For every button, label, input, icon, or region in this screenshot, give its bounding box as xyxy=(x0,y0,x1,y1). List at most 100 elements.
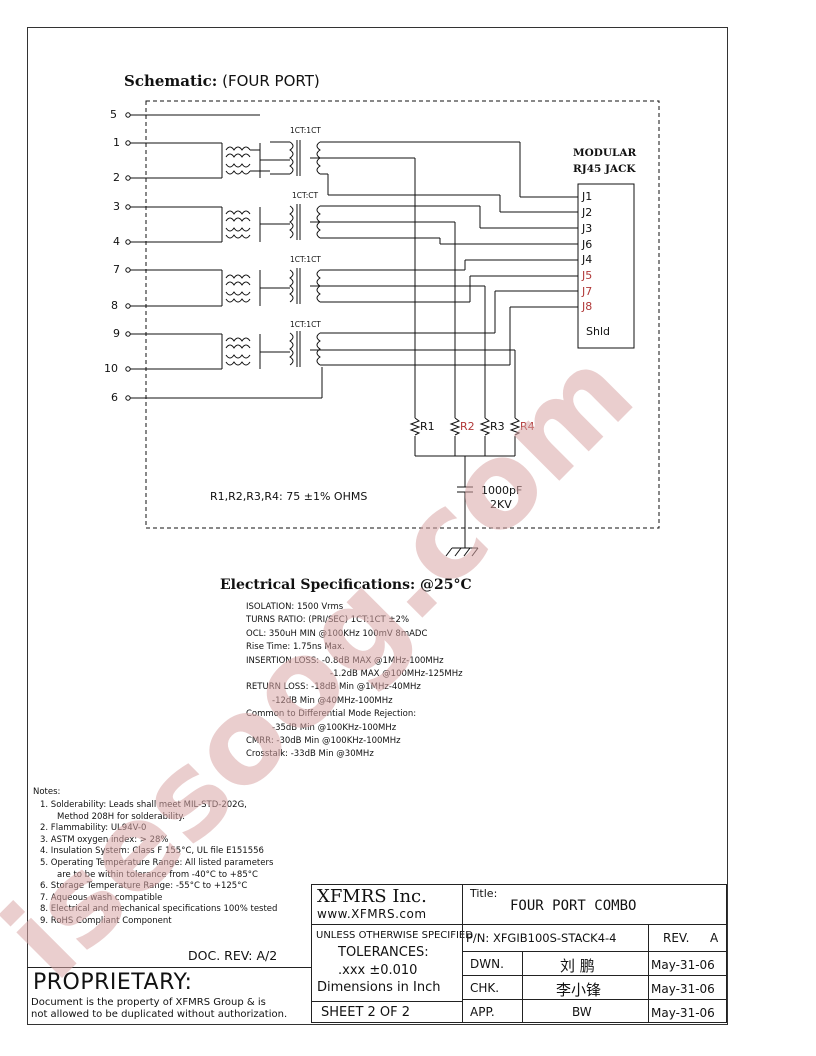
pin-label-1: 1 xyxy=(113,136,120,149)
title-label: Title: xyxy=(470,887,498,900)
spec-row: Rise Time: 1.75ns Max. xyxy=(246,642,345,653)
schematic-title-bold: Schematic: xyxy=(124,72,218,90)
note-item: 5. Operating Temperature Range: All list… xyxy=(40,857,274,868)
rev-value: A xyxy=(710,931,719,945)
electrical-specs-title: Electrical Specifications: @25°C xyxy=(220,577,472,593)
pin-label-4: 4 xyxy=(113,235,120,248)
jack-pin-j3: J3 xyxy=(582,222,593,235)
channel-1 xyxy=(221,140,321,178)
app-label: APP. xyxy=(470,1005,495,1019)
electrical-specs-list: ISOLATION: 1500 Vrms TURNS RATIO: (PRI/S… xyxy=(246,601,463,762)
jack-pin-j8: J8 xyxy=(582,300,593,313)
chk-name: 李小锋 xyxy=(556,981,602,999)
jack-pin-j6: J6 xyxy=(582,238,593,251)
transformer-label-4: 1CT:1CT xyxy=(290,320,321,329)
note-item: Method 208H for solderability. xyxy=(57,811,185,822)
note-item: 2. Flammability: UL94V-0 xyxy=(40,823,147,834)
spec-row: RETURN LOSS: -18dB Min @1MHz-40MHz xyxy=(246,682,421,693)
spec-row: CMRR: -30dB Min @100KHz-100MHz xyxy=(246,736,401,747)
spec-row: OCL: 350uH MIN @100KHz 100mV 8mADC xyxy=(246,628,428,639)
spec-row: TURNS RATIO: (PRI/SEC) 1CT:1CT ±2% xyxy=(246,615,410,626)
company-name: XFMRS Inc. xyxy=(317,886,427,907)
tolerance-value: .xxx ±0.010 xyxy=(338,963,418,978)
app-date: May-31-06 xyxy=(651,1006,715,1020)
resistor-note: R1,R2,R3,R4: 75 ±1% OHMS xyxy=(210,490,368,503)
transformer-label-2: 1CT:CT xyxy=(292,191,319,200)
app-name: BW xyxy=(572,1005,592,1019)
spec-row: Common to Differential Mode Rejection: xyxy=(246,709,417,720)
note-item: 7. Aqueous wash compatible xyxy=(40,892,163,903)
jack-pin-j1: J1 xyxy=(582,190,593,203)
jack-pin-j4: J4 xyxy=(582,253,593,266)
schematic-title-rest: (FOUR PORT) xyxy=(222,72,320,90)
chk-date: May-31-06 xyxy=(651,982,715,996)
pin-label-9: 9 xyxy=(113,327,120,340)
spec-row: ISOLATION: 1500 Vrms xyxy=(246,602,344,612)
schematic-title: Schematic: (FOUR PORT) xyxy=(124,72,320,90)
proprietary-line: not allowed to be duplicated without aut… xyxy=(31,1009,288,1020)
pin-label-10: 10 xyxy=(104,362,118,375)
dimensions-unit: Dimensions in Inch xyxy=(317,980,441,995)
resistor-label-r2: R2 xyxy=(460,420,475,433)
pin-label-7: 7 xyxy=(113,263,120,276)
capacitor-value: 1000pF xyxy=(481,484,523,497)
jack-pin-j7: J7 xyxy=(582,285,593,298)
spec-row: -1.2dB MAX @100MHz-125MHz xyxy=(330,669,463,680)
rj45-jack-box xyxy=(577,183,635,349)
pin-label-5: 5 xyxy=(110,108,117,121)
note-item: 9. RoHS Compliant Component xyxy=(40,915,172,926)
dwn-label: DWN. xyxy=(470,957,504,971)
tolerances-label: TOLERANCES: xyxy=(338,945,429,960)
dwn-name: 刘 鹏 xyxy=(560,957,595,975)
note-item: are to be within tolerance from -40°C to… xyxy=(57,869,258,880)
ground-symbol xyxy=(445,547,479,557)
resistor-label-r4: R4 xyxy=(520,420,535,433)
title-value: FOUR PORT COMBO xyxy=(510,898,637,914)
note-item: 3. ASTM oxygen index: > 28% xyxy=(40,834,169,845)
sheet-number: SHEET 2 OF 2 xyxy=(321,1005,411,1020)
pin-circles xyxy=(125,112,131,401)
pin-leads xyxy=(130,114,322,399)
unless-specified: UNLESS OTHERWISE SPECIFIED xyxy=(316,930,473,941)
jack-pin-j5: J5 xyxy=(582,269,593,282)
spec-row: -12dB Min @40MHz-100MHz xyxy=(272,695,393,706)
transformer-label-3: 1CT:1CT xyxy=(290,255,321,264)
jack-title-line2: RJ45 JACK xyxy=(573,163,636,175)
app-date-cell xyxy=(648,999,727,1023)
spec-row: -35dB Min @100KHz-100MHz xyxy=(272,722,397,733)
center-taps xyxy=(310,157,521,548)
page-frame xyxy=(27,27,728,1025)
doc-revision: DOC. REV: A/2 xyxy=(188,948,278,963)
secondary-routing xyxy=(320,141,578,366)
pin-label-2: 2 xyxy=(113,171,120,184)
company-website: www.XFMRS.com xyxy=(317,907,427,921)
jack-pin-j2: J2 xyxy=(582,206,593,219)
capacitor-voltage: 2KV xyxy=(490,498,512,511)
jack-shield-label: Shld xyxy=(586,325,610,338)
pin-label-3: 3 xyxy=(113,200,120,213)
note-item: 6. Storage Temperature Range: -55°C to +… xyxy=(40,881,248,892)
proprietary-line: Document is the property of XFMRS Group … xyxy=(31,997,266,1008)
channel-4 xyxy=(221,331,323,398)
part-number: P/N: XFGIB100S-STACK4-4 xyxy=(466,931,617,945)
note-item: 8. Electrical and mechanical specificati… xyxy=(40,904,278,915)
resistor-label-r3: R3 xyxy=(490,420,505,433)
chk-label: CHK. xyxy=(470,981,500,995)
channel-3 xyxy=(221,268,321,306)
note-item: 1. Solderability: Leads shall meet MIL-S… xyxy=(40,800,247,810)
channel-2 xyxy=(221,204,321,242)
proprietary-text: Document is the property of XFMRS Group … xyxy=(31,997,287,1021)
resistor-label-r1: R1 xyxy=(420,420,435,433)
pin-label-6: 6 xyxy=(111,391,118,404)
spec-row: INSERTION LOSS: -0.8dB MAX @1MHz-100MHz xyxy=(246,655,444,666)
schematic-boundary xyxy=(145,100,660,529)
dwn-date: May-31-06 xyxy=(651,958,715,972)
spec-row: Crosstalk: -33dB Min @30MHz xyxy=(246,749,374,760)
note-item: 4. Insulation System: Class F 155°C, UL … xyxy=(40,846,264,857)
pin-label-8: 8 xyxy=(111,299,118,312)
proprietary-heading: PROPRIETARY: xyxy=(33,970,193,995)
rev-label: REV. xyxy=(663,931,690,945)
transformer-label-1: 1CT:1CT xyxy=(290,126,321,135)
notes-title: Notes: xyxy=(33,787,61,797)
